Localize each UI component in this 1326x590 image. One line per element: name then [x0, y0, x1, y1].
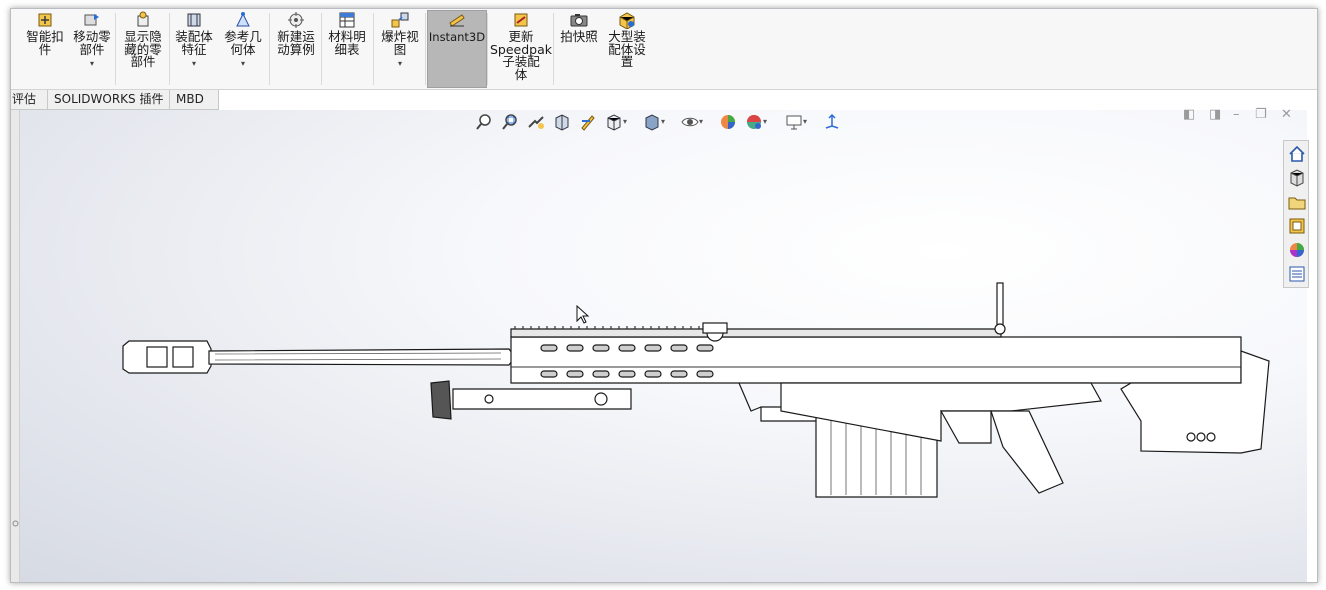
zoom-to-area-icon[interactable] — [501, 113, 519, 131]
view-settings-icon[interactable] — [785, 113, 803, 131]
display-style-icon[interactable] — [643, 113, 661, 131]
apply-scene-icon[interactable] — [745, 113, 763, 131]
ribbon-separator — [169, 13, 170, 85]
chevron-down-icon[interactable]: ▾ — [240, 59, 245, 68]
barrel — [208, 348, 516, 366]
chevron-down-icon[interactable]: ▾ — [699, 117, 704, 126]
chevron-down-icon[interactable]: ▾ — [397, 59, 402, 68]
show-hidden-icon — [137, 11, 149, 27]
mouse-cursor-icon — [576, 305, 590, 324]
file-explorer-icon[interactable] — [1286, 191, 1308, 213]
smart-fastener-icon — [38, 13, 52, 27]
bipod — [452, 388, 632, 410]
appearances-icon[interactable] — [1286, 239, 1308, 261]
large-assembly-settings-button[interactable]: 大型装 配体设 置 — [603, 11, 651, 87]
custom-properties-icon[interactable] — [1286, 263, 1308, 285]
tile-right-icon[interactable]: ◨ — [1209, 107, 1222, 122]
chevron-down-icon[interactable]: ▾ — [623, 117, 628, 126]
new-motion-study-button[interactable]: 新建运 动算例 — [271, 11, 321, 87]
tab-mbd[interactable]: MBD — [169, 90, 219, 110]
instant3d-button[interactable]: Instant3D — [427, 10, 487, 88]
smart-fasteners-button[interactable]: 智能扣 件 — [17, 11, 73, 87]
rotate-view-icon[interactable] — [823, 113, 841, 131]
chevron-down-icon[interactable]: ▾ — [191, 59, 196, 68]
show-hidden-components-button[interactable]: 显示隐 藏的零 部件 — [119, 11, 167, 87]
ribbon-separator — [425, 13, 426, 85]
take-snapshot-button[interactable]: 拍快照 — [555, 11, 603, 87]
chevron-down-icon[interactable]: ▾ — [89, 59, 94, 68]
reference-geometry-icon — [236, 12, 250, 27]
edit-appearance-icon[interactable] — [719, 113, 737, 131]
close-icon[interactable]: ✕ — [1281, 107, 1292, 122]
assembly-features-button[interactable]: 装配体 特征 ▾ — [171, 11, 217, 87]
large-assembly-icon — [619, 12, 635, 29]
solidworks-window: 智能扣 件 移动零 部件 ▾ 显示隐 藏的零 部件 装配体 特征 ▾ 参考几 何… — [10, 8, 1318, 583]
design-library-icon[interactable] — [1286, 167, 1308, 189]
restore-icon[interactable]: ❐ — [1255, 107, 1267, 122]
hide-show-items-icon[interactable] — [681, 113, 699, 131]
minimize-icon[interactable]: – — [1233, 107, 1240, 122]
bom-icon — [339, 12, 355, 28]
explode-icon — [391, 12, 409, 28]
buttstock — [1120, 350, 1270, 454]
move-component-icon — [84, 14, 99, 26]
chevron-down-icon[interactable]: ▾ — [803, 117, 808, 126]
move-component-button[interactable]: 移动零 部件 ▾ — [69, 11, 115, 87]
rear-sight — [996, 282, 1004, 328]
ribbon-separator — [487, 13, 488, 85]
section-view-icon[interactable] — [553, 113, 571, 131]
assembly-feature-icon — [187, 13, 201, 27]
bill-of-materials-button[interactable]: 材料明 细表 — [323, 11, 371, 87]
zoom-to-fit-icon[interactable] — [475, 113, 493, 131]
chevron-down-icon[interactable]: ▾ — [763, 117, 768, 126]
previous-view-icon[interactable] — [527, 113, 545, 131]
picatinny-rail — [510, 328, 1002, 338]
pistol-grip — [990, 410, 1064, 494]
dynamic-annotation-icon[interactable] — [579, 113, 597, 131]
feature-manager-collapsed-panel[interactable] — [11, 110, 20, 582]
handguard-slots — [540, 344, 714, 378]
rifle-assembly-model[interactable] — [111, 271, 1271, 501]
trigger-guard — [939, 410, 992, 444]
ribbon-separator — [553, 13, 554, 85]
home-icon[interactable] — [1286, 143, 1308, 165]
exploded-view-button[interactable]: 爆炸视 图 ▾ — [375, 11, 425, 87]
ribbon-separator — [321, 13, 322, 85]
muzzle-port — [172, 346, 194, 368]
task-pane-tabs — [1283, 140, 1309, 288]
speedpak-icon — [514, 13, 528, 27]
command-manager-tabs: 评估 SOLIDWORKS 插件 MBD — [11, 90, 221, 110]
update-speedpak-button[interactable]: 更新 Speedpak 子装配 体 — [490, 11, 552, 87]
motion-study-icon — [288, 12, 304, 28]
muzzle-port — [146, 346, 168, 368]
ribbon-separator — [373, 13, 374, 85]
ribbon-separator — [115, 13, 116, 85]
tab-solidworks-addins[interactable]: SOLIDWORKS 插件 — [47, 90, 173, 110]
instant3d-icon — [449, 14, 465, 27]
camera-icon — [570, 14, 588, 27]
view-palette-icon[interactable] — [1286, 215, 1308, 237]
chevron-down-icon[interactable]: ▾ — [661, 117, 666, 126]
reference-geometry-button[interactable]: 参考几 何体 ▾ — [219, 11, 267, 87]
panel-handle-icon[interactable] — [12, 520, 19, 527]
command-manager-ribbon: 智能扣 件 移动零 部件 ▾ 显示隐 藏的零 部件 装配体 特征 ▾ 参考几 何… — [11, 9, 1317, 90]
view-orientation-icon[interactable] — [605, 113, 623, 131]
ribbon-separator — [269, 13, 270, 85]
tile-left-icon[interactable]: ◧ — [1183, 107, 1196, 122]
